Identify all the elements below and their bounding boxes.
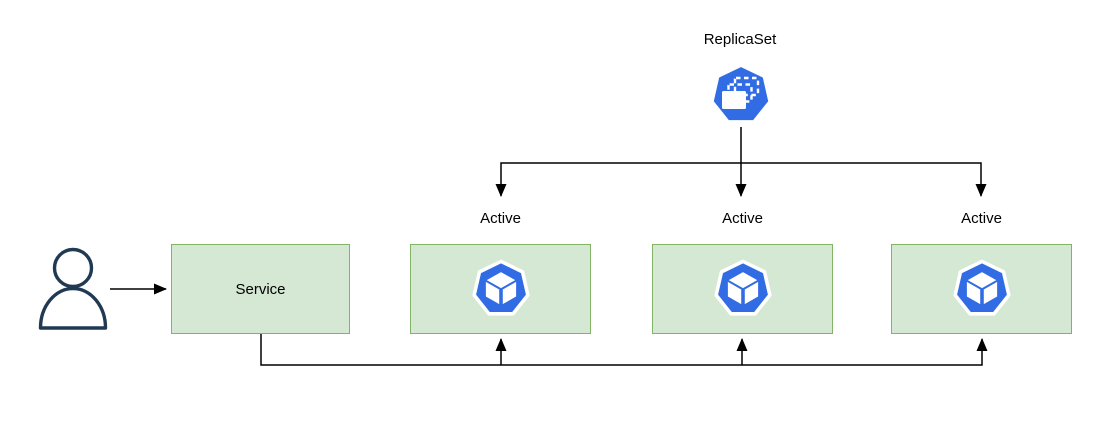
person-head: [52, 247, 94, 289]
edge-replicaset-to-pod-1: [495, 162, 741, 197]
cube-right-face: [744, 281, 758, 305]
pod-node-3: [891, 244, 1072, 334]
service-node: Service: [171, 244, 350, 334]
edge-replicaset-to-pod-3: [741, 162, 987, 197]
pod-node-2: [652, 244, 833, 334]
cube-left-face: [727, 281, 741, 305]
cube-right-face: [502, 281, 516, 305]
pod-icon: [952, 259, 1011, 316]
cube-right-face: [983, 281, 997, 305]
person-icon: [38, 247, 108, 330]
person-body: [38, 286, 108, 330]
pod-node-1: [410, 244, 591, 334]
cube-left-face: [485, 281, 499, 305]
replica-ghost-box-2: [733, 76, 760, 97]
cube-top-face: [486, 272, 515, 289]
cube-top-face: [967, 272, 996, 289]
replicaset-icon: [711, 65, 771, 123]
pod-3-status-label: Active: [961, 210, 1002, 227]
replicaset-label: ReplicaSet: [703, 31, 777, 48]
pod-icon: [471, 259, 530, 316]
pod-icon: [713, 259, 772, 316]
cube-left-face: [966, 281, 980, 305]
pod-1-status-label: Active: [480, 210, 521, 227]
replica-front-box: [722, 91, 746, 109]
cube-top-face: [728, 272, 757, 289]
service-label: Service: [235, 280, 286, 298]
edge-service-to-pod-3: [260, 334, 988, 366]
pod-2-status-label: Active: [722, 210, 763, 227]
